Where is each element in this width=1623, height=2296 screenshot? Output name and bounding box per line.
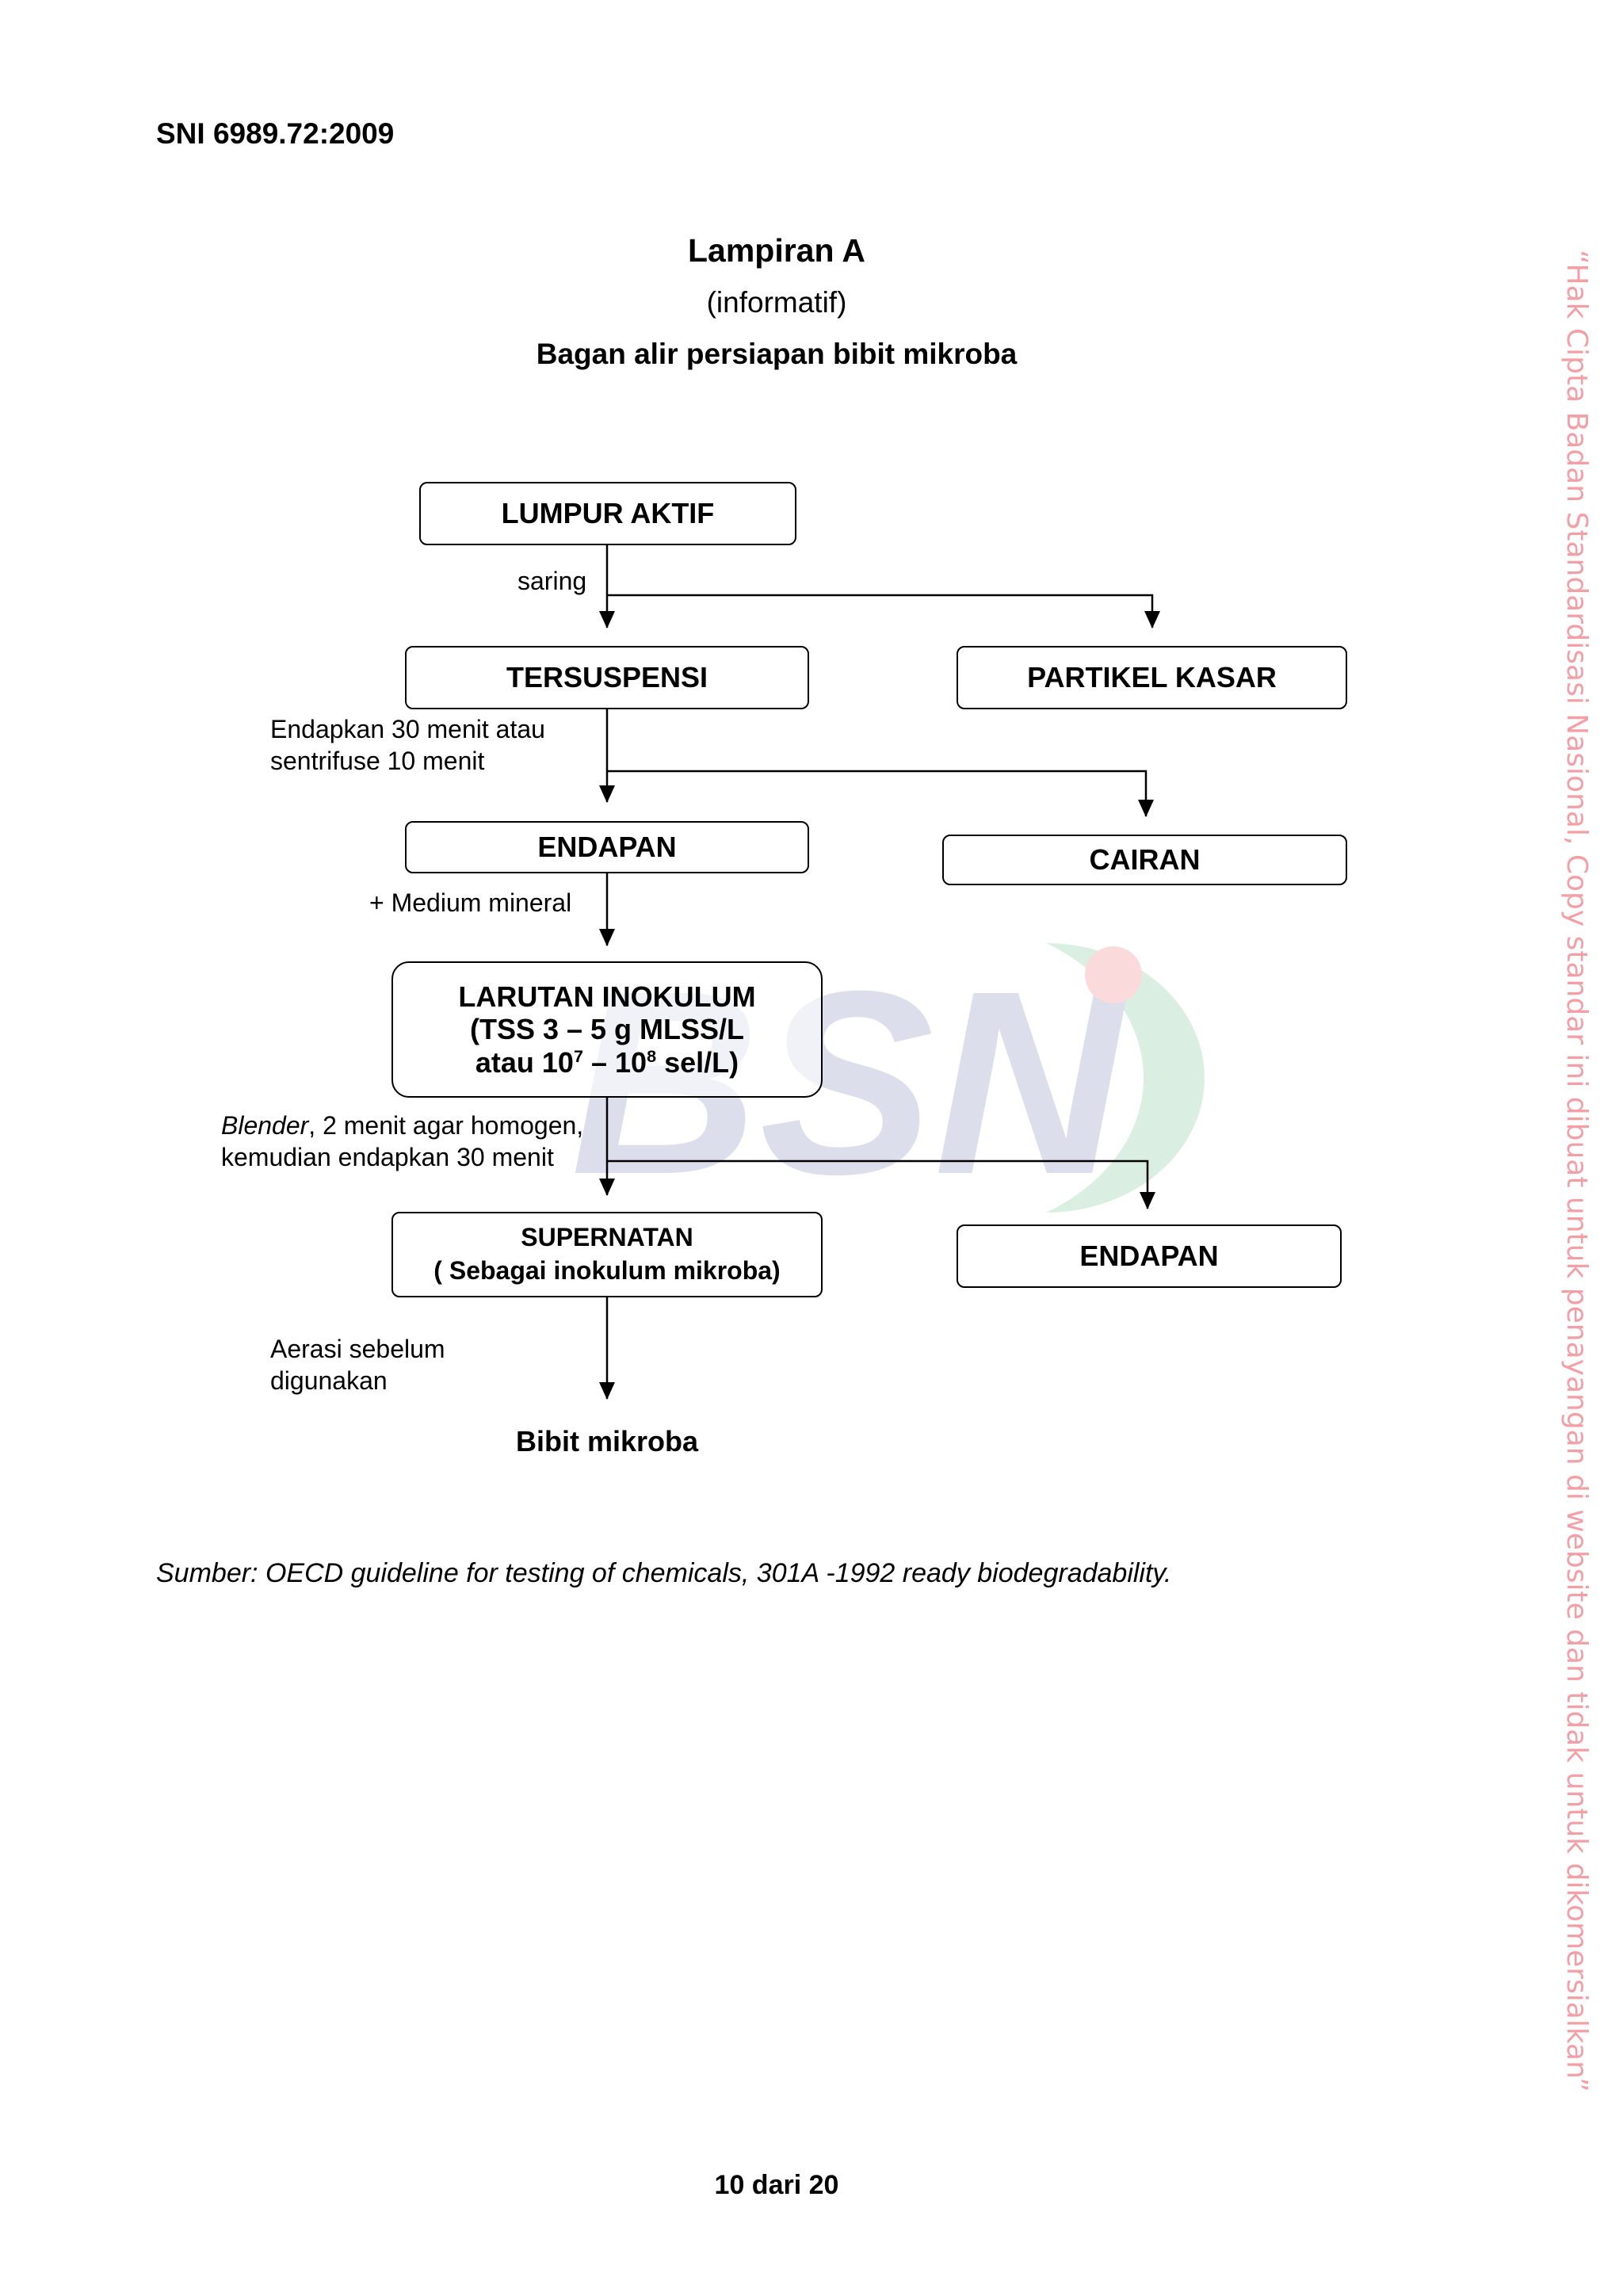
node-partikel-kasar: PARTIKEL KASAR — [957, 646, 1347, 709]
page-number: 10 dari 20 — [714, 2170, 839, 2200]
node-endapan-2-label: ENDAPAN — [1079, 1240, 1219, 1273]
arrow-partikel-kasar — [607, 594, 1160, 628]
node-endapan-1-label: ENDAPAN — [537, 831, 677, 864]
node-supernatan-line1: SUPERNATAN — [521, 1223, 693, 1252]
node-supernatan: SUPERNATAN ( Sebagai inokulum mikroba) — [391, 1212, 823, 1297]
node-larutan-line1: LARUTAN INOKULUM — [458, 980, 756, 1013]
label-medium-mineral: + Medium mineral — [369, 888, 572, 917]
label-blender-rest: , 2 menit agar homogen, — [308, 1111, 584, 1140]
annex-caption: Bagan alir persiapan bibit mikroba — [536, 338, 1018, 370]
node-larutan-line2: (TSS 3 – 5 g MLSS/L — [469, 1013, 745, 1046]
label-aerasi-line1: Aerasi sebelum — [270, 1335, 445, 1363]
node-cairan-label: CAIRAN — [1089, 843, 1201, 877]
node-endapan-1: ENDAPAN — [405, 821, 809, 873]
node-larutan-line3: atau 107 – 108 sel/L) — [475, 1045, 739, 1079]
copyright-watermark-text: “Hak Cipta Badan Standardisasi Nasional,… — [1560, 250, 1593, 2092]
node-cairan: CAIRAN — [942, 835, 1347, 885]
node-endapan-2: ENDAPAN — [957, 1224, 1342, 1288]
label-aerasi-line2: digunakan — [270, 1366, 388, 1395]
label-blender-line2: kemudian endapkan 30 menit — [221, 1143, 554, 1171]
node-larutan-inokulum: LARUTAN INOKULUM (TSS 3 – 5 g MLSS/L ata… — [391, 961, 823, 1098]
label-endapkan-line2: sentrifuse 10 menit — [270, 747, 485, 775]
node-supernatan-line2: ( Sebagai inokulum mikroba) — [433, 1256, 781, 1285]
copyright-watermark: “Hak Cipta Badan Standardisasi Nasional,… — [1560, 250, 1617, 2092]
label-endapkan-line1: Endapkan 30 menit atau — [270, 715, 545, 743]
source-note: Sumber: OECD guideline for testing of ch… — [156, 1558, 1172, 1588]
node-lumpur-aktif: LUMPUR AKTIF — [419, 482, 796, 545]
label-blender-italic: Blender — [221, 1111, 309, 1140]
node-tersuspensi-label: TERSUSPENSI — [506, 661, 708, 694]
document-id: SNI 6989.72:2009 — [156, 117, 395, 150]
label-saring: saring — [517, 567, 587, 595]
node-partikel-kasar-label: PARTIKEL KASAR — [1027, 661, 1277, 694]
node-tersuspensi: TERSUSPENSI — [405, 646, 809, 709]
arrow-cairan — [607, 770, 1154, 817]
annex-subtitle: (informatif) — [706, 286, 847, 319]
label-blender-line1: Blender, 2 menit agar homogen, — [221, 1110, 583, 1141]
node-bibit-mikroba: Bibit mikroba — [515, 1425, 699, 1457]
arrow-endapan-2 — [607, 1159, 1155, 1209]
node-lumpur-aktif-label: LUMPUR AKTIF — [501, 497, 715, 530]
annex-title: Lampiran A — [687, 232, 866, 269]
